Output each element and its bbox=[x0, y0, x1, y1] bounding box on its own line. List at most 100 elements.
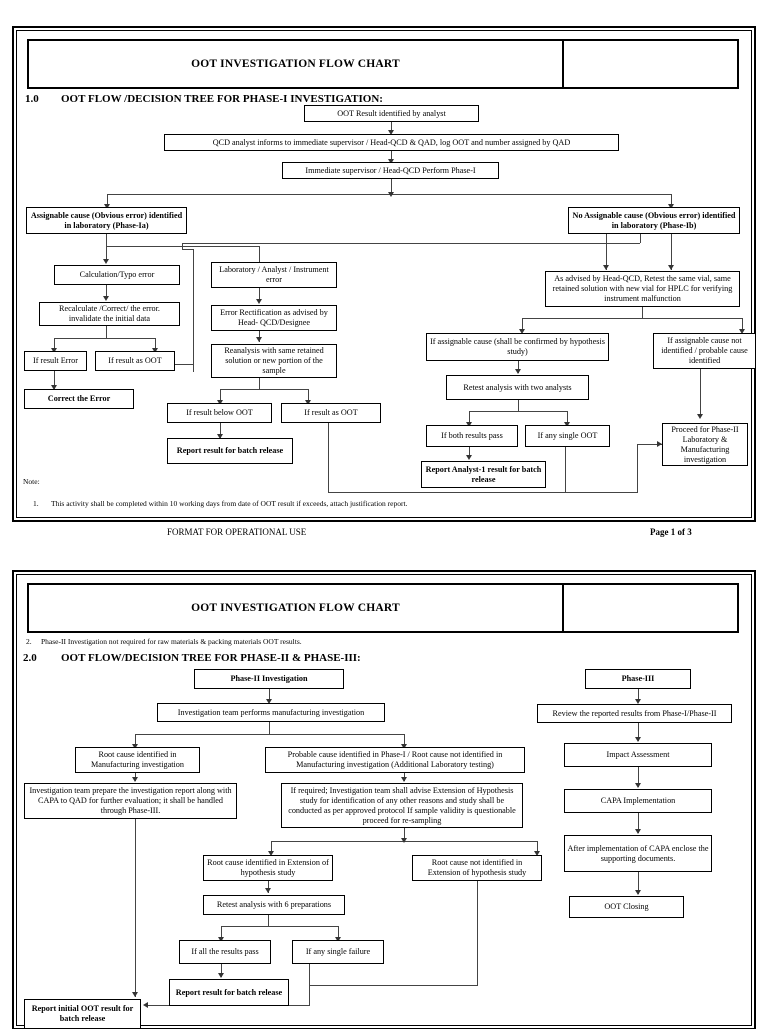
connector bbox=[106, 326, 107, 339]
node-report-analyst1[interactable]: Report Analyst-1 result for batch releas… bbox=[421, 461, 546, 488]
arrow bbox=[515, 369, 521, 374]
connector bbox=[671, 234, 672, 270]
arrow bbox=[51, 385, 57, 390]
node-recalculate-correct[interactable]: Recalculate /Correct/ the error. invalid… bbox=[39, 302, 180, 326]
arrow bbox=[401, 777, 407, 782]
connector bbox=[182, 243, 640, 244]
connector bbox=[54, 371, 55, 389]
connector bbox=[106, 285, 107, 299]
node-if-result-below-oot[interactable]: If result below OOT bbox=[167, 403, 272, 423]
node-team-performs-mfg-investigation[interactable]: Investigation team performs manufacturin… bbox=[157, 703, 385, 722]
node-if-result-error[interactable]: If result Error bbox=[24, 351, 87, 371]
node-assignable-cause[interactable]: Assignable cause (Obvious error) identif… bbox=[26, 207, 187, 234]
node-phase3[interactable]: Phase-III bbox=[585, 669, 691, 689]
page2-section-number: 2.0 bbox=[23, 652, 37, 664]
node-phase2-investigation[interactable]: Phase-II Investigation bbox=[194, 669, 344, 689]
arrow bbox=[143, 1002, 148, 1008]
arrow bbox=[668, 265, 674, 270]
node-if-assignable-cause[interactable]: If assignable cause (shall be confirmed … bbox=[426, 333, 609, 361]
node-if-any-single-failure[interactable]: If any single failure bbox=[292, 940, 384, 964]
arrow bbox=[218, 937, 224, 942]
arrow bbox=[635, 699, 641, 704]
node-perform-phase1[interactable]: Immediate supervisor / Head-QCD Perform … bbox=[282, 162, 499, 179]
node-calculation-typo-error[interactable]: Calculation/Typo error bbox=[54, 265, 180, 285]
page1-note-1-text: This activity shall be completed within … bbox=[51, 499, 408, 508]
connector bbox=[518, 361, 519, 373]
arrow bbox=[217, 434, 223, 439]
node-impact-assessment[interactable]: Impact Assessment bbox=[564, 743, 712, 767]
connector bbox=[642, 307, 643, 319]
arrow bbox=[132, 744, 138, 749]
node-oot-closing[interactable]: OOT Closing bbox=[569, 896, 684, 918]
arrow bbox=[256, 337, 262, 342]
connector bbox=[106, 246, 260, 247]
connector bbox=[220, 389, 309, 390]
node-capa-implementation[interactable]: CAPA Implementation bbox=[564, 789, 712, 813]
node-as-advised-head-qcd[interactable]: As advised by Head-QCD, Retest the same … bbox=[545, 271, 740, 307]
connector bbox=[220, 423, 221, 438]
node-lab-analyst-instrument-error[interactable]: Laboratory / Analyst / Instrument error bbox=[211, 262, 337, 288]
connector bbox=[638, 689, 639, 702]
node-proceed-phase2[interactable]: Proceed for Phase-II Laboratory & Manufa… bbox=[662, 423, 748, 466]
node-retest-6-preparations[interactable]: Retest analysis with 6 preparations bbox=[203, 895, 345, 915]
node-if-all-results-pass[interactable]: If all the results pass bbox=[179, 940, 271, 964]
node-probable-cause[interactable]: Probable cause identified in Phase-I / R… bbox=[265, 747, 525, 773]
arrow bbox=[635, 829, 641, 834]
page1-section-title: OOT FLOW /DECISION TREE FOR PHASE-I INVE… bbox=[61, 93, 383, 105]
node-if-any-single-oot[interactable]: If any single OOT bbox=[525, 425, 610, 447]
connector bbox=[637, 444, 638, 492]
arrow bbox=[104, 204, 110, 209]
arrow bbox=[388, 159, 394, 164]
node-correct-the-error[interactable]: Correct the Error bbox=[24, 389, 134, 409]
connector bbox=[638, 723, 639, 741]
node-no-assignable-cause[interactable]: No Assignable cause (Obvious error) iden… bbox=[568, 207, 740, 234]
connector bbox=[259, 288, 260, 302]
connector bbox=[606, 234, 607, 270]
node-if-assignable-not-identified[interactable]: If assignable cause not identified / pro… bbox=[653, 333, 756, 369]
node-error-rectification[interactable]: Error Rectification as advised by Head- … bbox=[211, 305, 337, 331]
node-report-initial-oot[interactable]: Report initial OOT result for batch rele… bbox=[24, 999, 141, 1029]
node-root-cause-mfg[interactable]: Root cause identified in Manufacturing i… bbox=[75, 747, 200, 773]
node-root-cause-not-extension[interactable]: Root cause not identified in Extension o… bbox=[412, 855, 542, 881]
page-2: OOT INVESTIGATION FLOW CHART 2. Phase-II… bbox=[12, 570, 756, 1029]
node-retest-two-analysts[interactable]: Retest analysis with two analysts bbox=[446, 375, 589, 400]
arrow bbox=[635, 783, 641, 788]
node-if-result-as-oot-left[interactable]: If result as OOT bbox=[95, 351, 175, 371]
node-qcd-informs[interactable]: QCD analyst informs to immediate supervi… bbox=[164, 134, 619, 151]
arrow bbox=[603, 265, 609, 270]
connector bbox=[567, 411, 568, 425]
node-if-required-extension[interactable]: If required; Investigation team shall ad… bbox=[281, 783, 523, 828]
connector bbox=[271, 841, 272, 854]
connector bbox=[259, 331, 260, 342]
page1-note-label: Note: bbox=[23, 477, 40, 486]
page2-note-number: 2. bbox=[26, 637, 32, 646]
node-root-cause-extension[interactable]: Root cause identified in Extension of hy… bbox=[203, 855, 333, 881]
arrow bbox=[739, 329, 745, 334]
connector bbox=[638, 767, 639, 787]
connector bbox=[469, 411, 568, 412]
node-after-capa-documents[interactable]: After implementation of CAPA enclose the… bbox=[564, 835, 712, 872]
arrow bbox=[103, 296, 109, 301]
page2-section-title: OOT FLOW/DECISION TREE FOR PHASE-II & PH… bbox=[61, 652, 361, 664]
arrow bbox=[401, 744, 407, 749]
page-1: OOT INVESTIGATION FLOW CHART 1.0 OOT FLO… bbox=[12, 26, 756, 537]
node-oot-result[interactable]: OOT Result identified by analyst bbox=[304, 105, 479, 122]
connector bbox=[268, 881, 269, 893]
node-if-result-as-oot-mid[interactable]: If result as OOT bbox=[281, 403, 381, 423]
node-report-result-batch-release[interactable]: Report result for batch release bbox=[167, 438, 293, 464]
node-reanalysis[interactable]: Reanalysis with same retained solution o… bbox=[211, 344, 337, 378]
connector bbox=[404, 828, 405, 841]
arrow bbox=[266, 699, 272, 704]
node-report-result-batch-release-p2[interactable]: Report result for batch release bbox=[169, 979, 289, 1006]
node-team-prepare-report[interactable]: Investigation team prepare the investiga… bbox=[24, 783, 237, 819]
node-review-reported-results[interactable]: Review the reported results from Phase-I… bbox=[537, 704, 732, 723]
page2-note-text: Phase-II Investigation not required for … bbox=[41, 637, 302, 646]
arrow bbox=[635, 737, 641, 742]
connector bbox=[637, 444, 662, 445]
connector bbox=[640, 234, 641, 243]
connector bbox=[182, 243, 183, 249]
node-if-both-results-pass[interactable]: If both results pass bbox=[426, 425, 518, 447]
arrow bbox=[519, 329, 525, 334]
page2-header-divider bbox=[562, 585, 564, 631]
connector bbox=[54, 338, 156, 339]
